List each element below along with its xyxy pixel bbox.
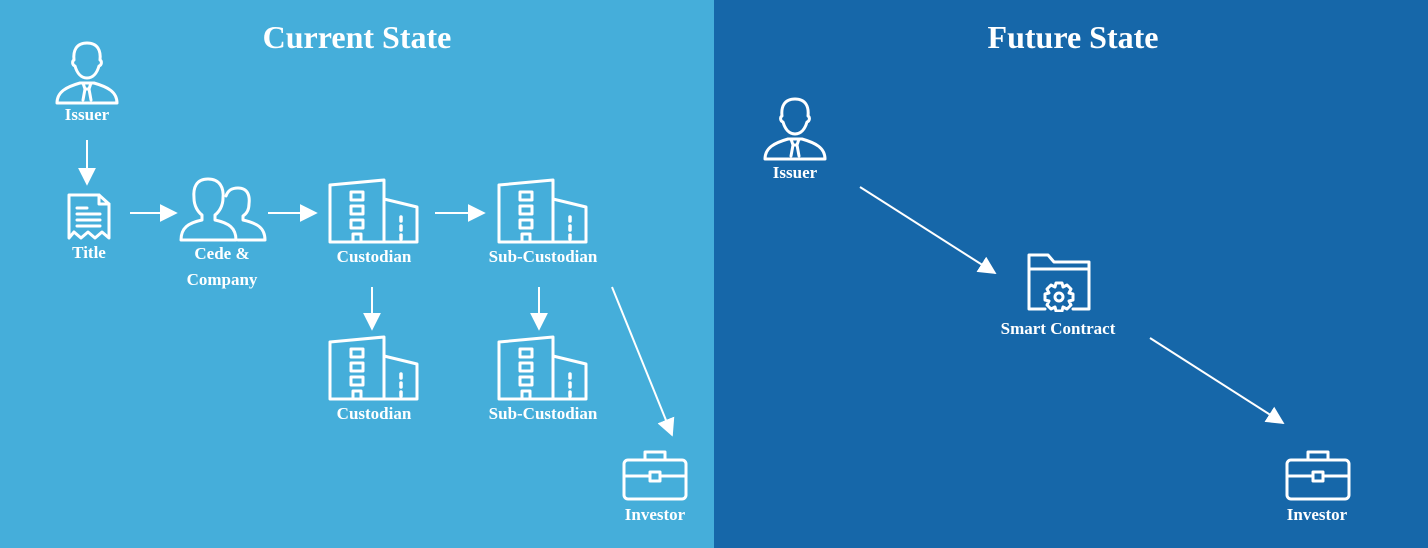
cede-label-line1: Cede & xyxy=(194,244,249,263)
cede-label-line2: Company xyxy=(187,270,258,289)
subcustodian-label: Sub-Custodian xyxy=(489,247,598,266)
arrow-issuer-to-smart-contract xyxy=(859,186,997,274)
future-issuer-label: Issuer xyxy=(773,163,818,182)
future-state-title: Future State xyxy=(988,19,1159,55)
future-state-panel xyxy=(714,0,1428,548)
subcustodian-label-bottom: Sub-Custodian xyxy=(489,404,598,423)
arrow-subcustodian-to-investor xyxy=(611,286,675,437)
current-state-panel xyxy=(0,0,714,548)
arrow-smart-contract-to-investor xyxy=(1149,337,1285,424)
future-investor-label: Investor xyxy=(1287,505,1348,524)
custodian-label: Custodian xyxy=(337,247,412,266)
smart-contract-label: Smart Contract xyxy=(1001,319,1116,338)
issuer-label: Issuer xyxy=(65,105,110,124)
title-label: Title xyxy=(72,243,106,262)
current-state-title: Current State xyxy=(263,19,452,55)
custodian-label-bottom: Custodian xyxy=(337,404,412,423)
investor-label: Investor xyxy=(625,505,686,524)
